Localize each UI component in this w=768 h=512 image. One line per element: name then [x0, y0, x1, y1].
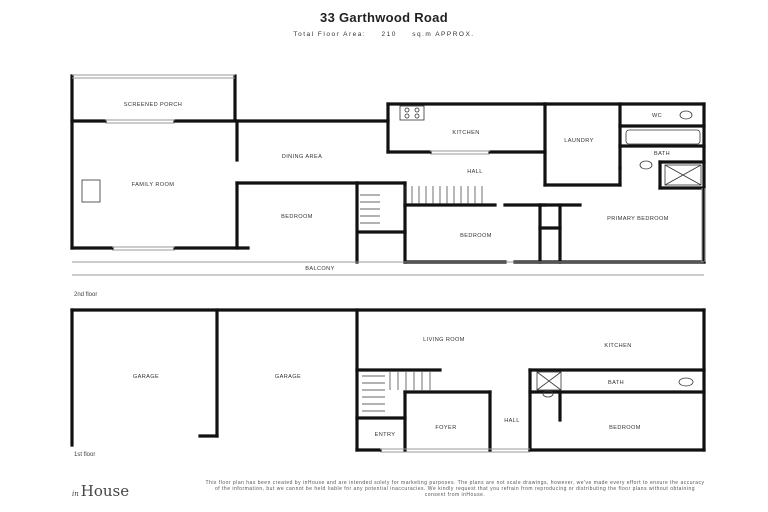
toilet-icon [679, 110, 693, 120]
floor-area-unit: sq.m APPROX. [412, 31, 475, 38]
disclaimer-text: This floor plan has been created by inHo… [205, 480, 705, 499]
label-bedroom-mid: BEDROOM [460, 233, 492, 239]
floor-label-upper: 2nd floor [74, 292, 98, 298]
label-foyer: FOYER [435, 425, 456, 431]
label-primary-bedroom: PRIMARY BEDROOM [607, 216, 669, 222]
label-entry: ENTRY [375, 432, 396, 438]
label-bedroom-left: BEDROOM [281, 214, 313, 220]
label-bath-upper: BATH [654, 151, 670, 157]
label-screened-porch: SCREENED PORCH [124, 102, 182, 108]
logo-word: House [80, 482, 130, 500]
label-hall-upper: HALL [467, 169, 483, 175]
label-kitchen-upper: KITCHEN [452, 130, 479, 136]
label-living-room: LIVING ROOM [423, 337, 465, 343]
floor-label-lower: 1st floor [74, 452, 96, 458]
label-dining-area: DINING AREA [282, 154, 322, 160]
logo-prefix: in [72, 490, 79, 498]
floor-area-value: 210 [381, 31, 397, 38]
label-balcony: BALCONY [305, 266, 335, 272]
shower-icon-lower [536, 371, 562, 391]
label-bedroom-lower: BEDROOM [609, 425, 641, 431]
floor-area-label: Total Floor Area: [293, 31, 367, 38]
floor-area-line: Total Floor Area: 210 sq.m APPROX. [0, 31, 768, 38]
label-family-room: FAMILY ROOM [132, 182, 175, 188]
plan-title: 33 Garthwood Road [320, 10, 448, 25]
label-laundry: LAUNDRY [564, 138, 593, 144]
label-wc: WC [652, 113, 662, 119]
label-bath-lower: BATH [608, 380, 624, 386]
label-garage-2: GARAGE [275, 374, 301, 380]
bathtub-icon [625, 129, 701, 145]
fireplace-icon [81, 179, 101, 203]
shower-icon [664, 164, 702, 186]
label-garage-1: GARAGE [133, 374, 159, 380]
label-hall-lower: HALL [504, 418, 520, 424]
stove-icon [399, 105, 425, 121]
label-kitchen-lower: KITCHEN [604, 343, 631, 349]
